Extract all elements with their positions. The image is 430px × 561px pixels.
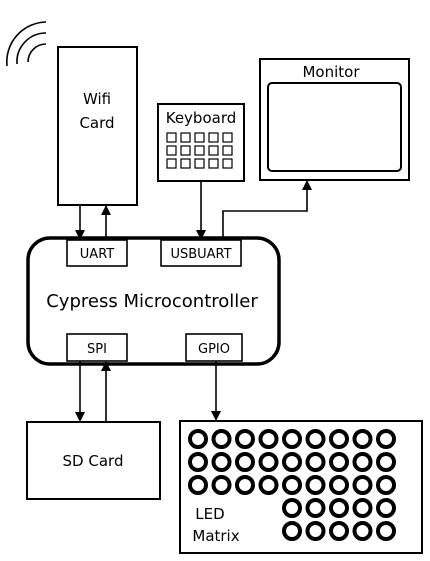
- keyboard-key: [180, 158, 191, 169]
- led-ring: [235, 429, 255, 449]
- led-ring: [352, 475, 373, 495]
- led-ring: [211, 475, 232, 495]
- keyboard-key: [208, 158, 219, 169]
- led-ring: [305, 452, 326, 472]
- led-ring: [305, 429, 326, 449]
- keyboard-key: [208, 145, 219, 156]
- led-ring: [211, 452, 232, 472]
- keyboard-key: [180, 145, 191, 156]
- led-ring: [282, 498, 302, 518]
- keyboard-key: [194, 145, 205, 156]
- led-ring: [188, 452, 208, 472]
- keyboard-key: [194, 158, 205, 169]
- led-ring: [188, 429, 208, 449]
- keyboard-keys-icon: [166, 132, 233, 169]
- led-ring: [329, 498, 349, 518]
- led-ring: [282, 475, 302, 495]
- wifi-card-label-line1: Wifi: [83, 90, 111, 108]
- gpio-port-label: GPIO: [198, 342, 230, 357]
- wifi-card-label-line2: Card: [79, 114, 114, 132]
- led-ring: [188, 475, 208, 495]
- led-ring: [211, 429, 232, 449]
- keyboard-key: [180, 132, 191, 143]
- microcontroller-box: [26, 236, 281, 366]
- keyboard-key: [208, 132, 219, 143]
- keyboard-key: [166, 132, 177, 143]
- led-ring: [258, 452, 279, 472]
- spi-port-label: SPI: [87, 342, 107, 357]
- led-ring: [282, 452, 302, 472]
- led-ring: [352, 429, 373, 449]
- led-ring: [329, 429, 349, 449]
- spi-port: [66, 333, 128, 362]
- keyboard-label: Keyboard: [166, 109, 237, 127]
- led-ring: [235, 452, 255, 472]
- monitor-label: Monitor: [302, 63, 360, 81]
- sd-card-label: SD Card: [63, 452, 124, 470]
- led-ring: [305, 521, 326, 541]
- keyboard-key: [166, 145, 177, 156]
- uart-port: [66, 239, 128, 267]
- led-matrix-label-line1: LED: [195, 505, 224, 523]
- led-grid: [188, 429, 396, 541]
- led-ring: [305, 498, 326, 518]
- usbuart-port: [160, 239, 242, 267]
- led-ring: [352, 498, 373, 518]
- led-ring: [376, 452, 396, 472]
- gpio-port: [185, 333, 243, 362]
- led-ring: [258, 429, 279, 449]
- led-ring: [329, 452, 349, 472]
- keyboard-key: [222, 145, 233, 156]
- keyboard-key: [166, 158, 177, 169]
- sd-card-box: [26, 421, 161, 500]
- led-ring: [305, 475, 326, 495]
- keyboard-key: [194, 132, 205, 143]
- led-ring: [329, 521, 349, 541]
- led-ring: [282, 521, 302, 541]
- led-ring: [376, 429, 396, 449]
- led-ring: [376, 521, 396, 541]
- uart-port-label: UART: [80, 247, 114, 262]
- led-ring: [352, 452, 373, 472]
- led-ring: [235, 475, 255, 495]
- usbuart-to-monitor-arrow: [222, 180, 312, 240]
- led-ring: [282, 429, 302, 449]
- led-ring: [329, 475, 349, 495]
- wifi-signal-icon: [6, 21, 47, 67]
- keyboard-key: [222, 158, 233, 169]
- led-ring: [258, 475, 279, 495]
- usbuart-port-label: USBUART: [170, 247, 231, 262]
- led-matrix-label-line2: Matrix: [192, 527, 239, 545]
- led-ring: [376, 475, 396, 495]
- led-ring: [352, 521, 373, 541]
- led-ring: [376, 498, 396, 518]
- microcontroller-label: Cypress Microcontroller: [46, 291, 258, 312]
- monitor-screen: [267, 82, 402, 172]
- wifi-card-box: [57, 46, 138, 206]
- keyboard-key: [222, 132, 233, 143]
